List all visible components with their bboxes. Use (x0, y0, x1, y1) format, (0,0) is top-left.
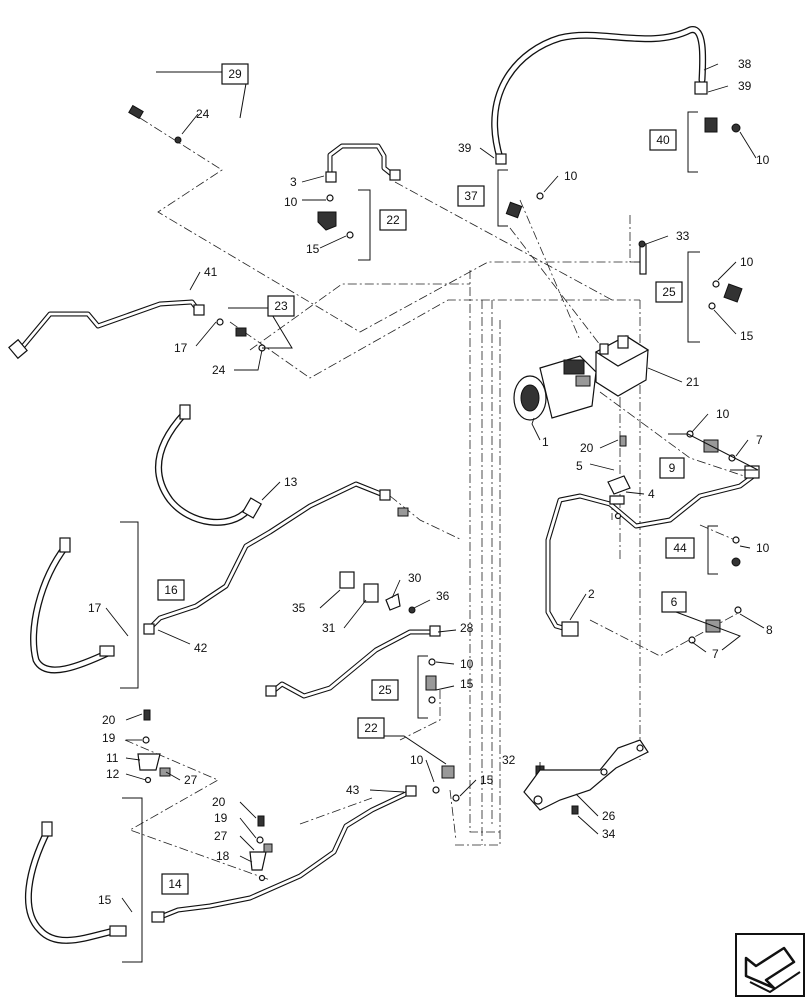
svg-text:23: 23 (274, 299, 288, 313)
kit-box-40: 40 (649, 129, 677, 151)
kit-brackets (120, 71, 759, 963)
callout-15: 15 (740, 329, 754, 343)
kit-box-44: 44 (665, 537, 695, 559)
callout-10: 10 (460, 657, 474, 671)
leader-lines (105, 63, 765, 913)
callout-41: 41 (204, 265, 218, 279)
callout-35: 35 (292, 601, 306, 615)
callout-42: 42 (194, 641, 208, 655)
callout-38: 38 (738, 57, 752, 71)
callout-19: 19 (102, 731, 116, 745)
callout-10: 10 (716, 407, 730, 421)
callout-15: 15 (460, 677, 474, 691)
callout-4: 4 (648, 487, 655, 501)
callout-11: 11 (106, 751, 119, 765)
callout-17: 17 (88, 601, 102, 615)
callout-15: 15 (480, 773, 494, 787)
callout-7: 7 (756, 433, 763, 447)
kit-box-14: 14 (161, 873, 189, 895)
callout-15: 15 (98, 893, 112, 907)
callout-43: 43 (346, 783, 360, 797)
callout-10: 10 (564, 169, 578, 183)
callout-10: 10 (740, 255, 754, 269)
callout-15: 15 (306, 242, 320, 256)
kit-box-9: 9 (659, 457, 685, 479)
callout-30: 30 (408, 571, 422, 585)
callout-19: 19 (214, 811, 228, 825)
callout-8: 8 (766, 623, 773, 637)
hoses-and-tubes (17, 26, 759, 944)
callout-21: 21 (686, 375, 700, 389)
kit-box-25-lower: 25 (371, 679, 399, 701)
callout-33: 33 (676, 229, 690, 243)
callout-3: 3 (290, 175, 297, 189)
callout-26: 26 (602, 809, 616, 823)
kit-box-37: 37 (457, 185, 485, 207)
callout-20: 20 (102, 713, 116, 727)
callout-10: 10 (410, 753, 424, 767)
callout-10: 10 (284, 195, 298, 209)
callout-10: 10 (756, 153, 770, 167)
svg-text:25: 25 (662, 285, 676, 299)
kit-boxes: 29 22 23 37 40 25 9 44 (157, 63, 695, 895)
callout-2: 2 (588, 587, 595, 601)
callout-7: 7 (712, 647, 719, 661)
callout-39: 39 (738, 79, 752, 93)
svg-text:9: 9 (669, 461, 676, 475)
callout-17: 17 (174, 341, 188, 355)
kit-box-16: 16 (157, 579, 185, 601)
kit-box-22-upper: 22 (379, 209, 407, 231)
kit-box-25-upper: 25 (655, 281, 683, 303)
callout-20: 20 (580, 441, 594, 455)
pump-motor-assembly (513, 335, 650, 421)
callout-27: 27 (214, 829, 228, 843)
svg-text:22: 22 (364, 721, 378, 735)
callout-39: 39 (458, 141, 472, 155)
callout-12: 12 (106, 767, 120, 781)
center-lines (124, 117, 751, 881)
callout-28: 28 (460, 621, 474, 635)
callout-24: 24 (212, 363, 226, 377)
callout-31: 31 (322, 621, 336, 635)
svg-text:25: 25 (378, 683, 392, 697)
callout-1: 1 (542, 435, 549, 449)
svg-text:16: 16 (164, 583, 178, 597)
callout-20: 20 (212, 795, 226, 809)
callout-24: 24 (196, 107, 210, 121)
callout-5: 5 (576, 459, 583, 473)
kit-box-6: 6 (661, 591, 687, 613)
svg-text:40: 40 (656, 133, 670, 147)
callout-labels: 38 39 39 10 10 24 3 10 15 33 10 15 41 17… (88, 57, 773, 907)
callout-32: 32 (502, 753, 516, 767)
svg-text:6: 6 (671, 595, 678, 609)
kit-box-22-lower: 22 (357, 717, 385, 739)
callout-18: 18 (216, 849, 230, 863)
svg-text:37: 37 (464, 189, 478, 203)
callout-10: 10 (756, 541, 770, 555)
svg-text:14: 14 (168, 877, 182, 891)
callout-27: 27 (184, 773, 198, 787)
svg-text:44: 44 (673, 541, 687, 555)
callout-34: 34 (602, 827, 616, 841)
view-direction-arrow-icon (735, 933, 805, 997)
fittings-and-components (8, 81, 760, 937)
svg-text:22: 22 (386, 213, 400, 227)
svg-text:29: 29 (228, 67, 242, 81)
callout-13: 13 (284, 475, 298, 489)
kit-box-29: 29 (221, 63, 249, 85)
kit-box-23: 23 (267, 295, 295, 317)
callout-36: 36 (436, 589, 450, 603)
